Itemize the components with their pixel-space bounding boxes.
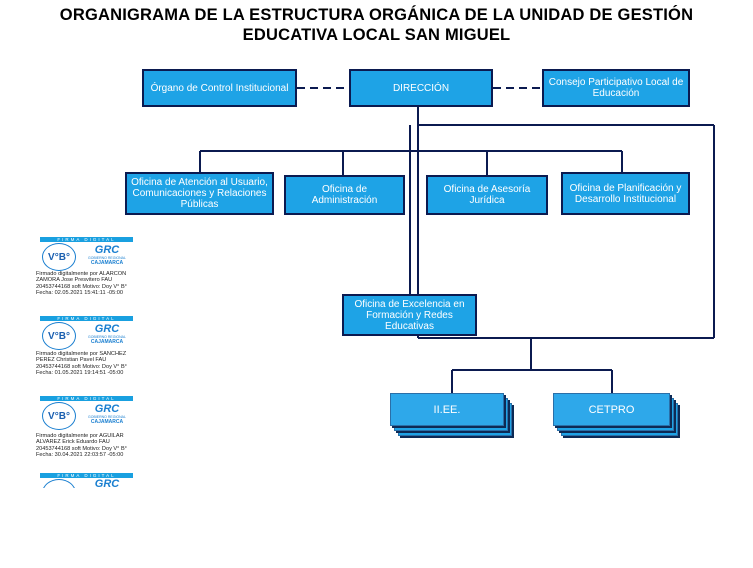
direccion-node: DIRECCIÓN bbox=[349, 69, 493, 107]
logo-subtext: GOBIERNO REGIONAL bbox=[88, 256, 126, 260]
signature-band-1: FIRMA DIGITAL bbox=[40, 237, 133, 242]
oficina-asesoria-node: Oficina de Asesoría Jurídica bbox=[426, 175, 548, 215]
logo-text: GRC bbox=[94, 244, 120, 256]
logo-text: GRC bbox=[94, 478, 120, 490]
organo-control-node: Órgano de Control Institucional bbox=[142, 69, 297, 107]
signature-band-4: FIRMA DIGITAL bbox=[40, 473, 133, 478]
signature-band-3: FIRMA DIGITAL bbox=[40, 396, 133, 401]
logo-region: CAJAMARCA bbox=[90, 419, 124, 425]
signature-logo-3: GRC GOBIERNO REGIONAL CAJAMARCA bbox=[84, 403, 130, 429]
chart-title-line-2: EDUCATIVA LOCAL SAN MIGUEL bbox=[242, 26, 511, 44]
signature-text-2: Firmado digitalmente por SANCHEZ PEREZ C… bbox=[36, 351, 127, 377]
iiee-node: II.EE. bbox=[390, 393, 504, 426]
logo-subtext: GOBIERNO REGIONAL bbox=[88, 335, 126, 339]
oficina-atencion-node: Oficina de Atención al Usuario, Comunica… bbox=[125, 172, 274, 215]
logo-region: CAJAMARCA bbox=[90, 260, 124, 266]
consejo-node: Consejo Participativo Local de Educación bbox=[542, 69, 690, 107]
logo-text: GRC bbox=[94, 403, 120, 415]
oficina-excelencia-node: Oficina de Excelencia en Formación y Red… bbox=[342, 294, 477, 336]
signature-text-1: Firmado digitalmente por ALARCON ZAMORA … bbox=[36, 271, 127, 297]
oficina-administracion-node: Oficina de Administración bbox=[284, 175, 405, 215]
signature-band-2: FIRMA DIGITAL bbox=[40, 316, 133, 321]
cetpro-node: CETPRO bbox=[553, 393, 670, 426]
signature-text-3: Firmado digitalmente por AGUILAR ALVAREZ… bbox=[36, 433, 127, 459]
signature-stamp-2: V°B° bbox=[42, 322, 76, 350]
chart-title-line-1: ORGANIGRAMA DE LA ESTRUCTURA ORGÁNICA DE… bbox=[59, 6, 694, 24]
oficina-planificacion-node: Oficina de Planificación y Desarrollo In… bbox=[561, 172, 690, 215]
logo-region: CAJAMARCA bbox=[90, 339, 124, 345]
signature-logo-2: GRC GOBIERNO REGIONAL CAJAMARCA bbox=[84, 323, 130, 349]
signature-logo-1: GRC GOBIERNO REGIONAL CAJAMARCA bbox=[84, 244, 130, 270]
page-cutoff bbox=[0, 488, 160, 568]
signature-stamp-1: V°B° bbox=[42, 243, 76, 271]
logo-text: GRC bbox=[94, 323, 120, 335]
signature-logo-4: GRC bbox=[84, 478, 130, 504]
logo-subtext: GOBIERNO REGIONAL bbox=[88, 415, 126, 419]
signature-stamp-3: V°B° bbox=[42, 402, 76, 430]
